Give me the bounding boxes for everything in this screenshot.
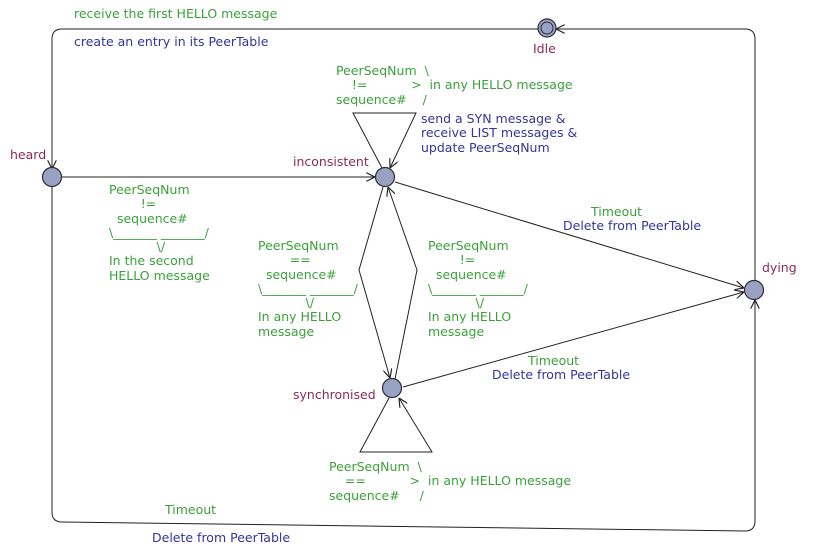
edge-label-inconsistent-loop-update: send a SYN message & receive LIST messag…	[421, 111, 578, 155]
location-inconsistent	[374, 166, 396, 188]
edge-label-inconsistent-dying-guard: Timeout	[591, 204, 643, 219]
edge-synchronised-self-loop	[359, 398, 433, 453]
location-name-synchronised: synchronised	[293, 387, 376, 402]
edge-idle-to-heard	[52, 28, 540, 169]
location-name-dying: dying	[762, 260, 797, 275]
edge-label-heard-dying-guard: Timeout	[165, 502, 217, 517]
edge-label-inconsistent-loop-guard: PeerSeqNum \ != > in any HELLO message s…	[336, 63, 573, 107]
edge-label-synchronised-loop-guard: PeerSeqNum \ == > in any HELLO message s…	[329, 459, 572, 503]
edge-label-idle-heard-update: create an entry in its PeerTable	[74, 34, 269, 49]
edge-synchronised-to-dying	[402, 292, 744, 388]
edge-synchronised-to-inconsistent	[388, 187, 418, 380]
location-name-heard: heard	[10, 147, 47, 162]
location-heard	[41, 166, 63, 188]
edge-label-idle-heard-sync: receive the first HELLO message	[74, 6, 278, 21]
edge-label-inconsistent-synchronised-guard: PeerSeqNum == sequence# \_______ _______…	[258, 238, 358, 339]
location-name-idle: Idle	[533, 41, 556, 56]
location-name-inconsistent: inconsistent	[293, 154, 369, 169]
location-idle	[537, 18, 557, 38]
edge-heard-to-dying	[51, 186, 755, 532]
edge-label-heard-dying-update: Delete from PeerTable	[152, 530, 291, 545]
edge-label-synchronised-dying-update: Delete from PeerTable	[492, 367, 631, 382]
edge-label-inconsistent-dying-update: Delete from PeerTable	[563, 218, 702, 233]
edge-inconsistent-self-loop	[352, 112, 417, 168]
edge-inconsistent-to-dying	[394, 181, 744, 288]
location-synchronised	[381, 377, 403, 399]
edge-label-heard-inconsistent-guard: PeerSeqNum != sequence# \_______ _______…	[109, 182, 210, 283]
location-dying	[743, 279, 765, 301]
edge-inconsistent-to-synchronised	[358, 186, 390, 378]
edge-label-synchronised-inconsistent-guard: PeerSeqNum != sequence# \_______ _______…	[428, 238, 528, 339]
edge-dying-to-idle	[556, 29, 756, 280]
edge-label-synchronised-dying-guard: Timeout	[528, 353, 580, 368]
